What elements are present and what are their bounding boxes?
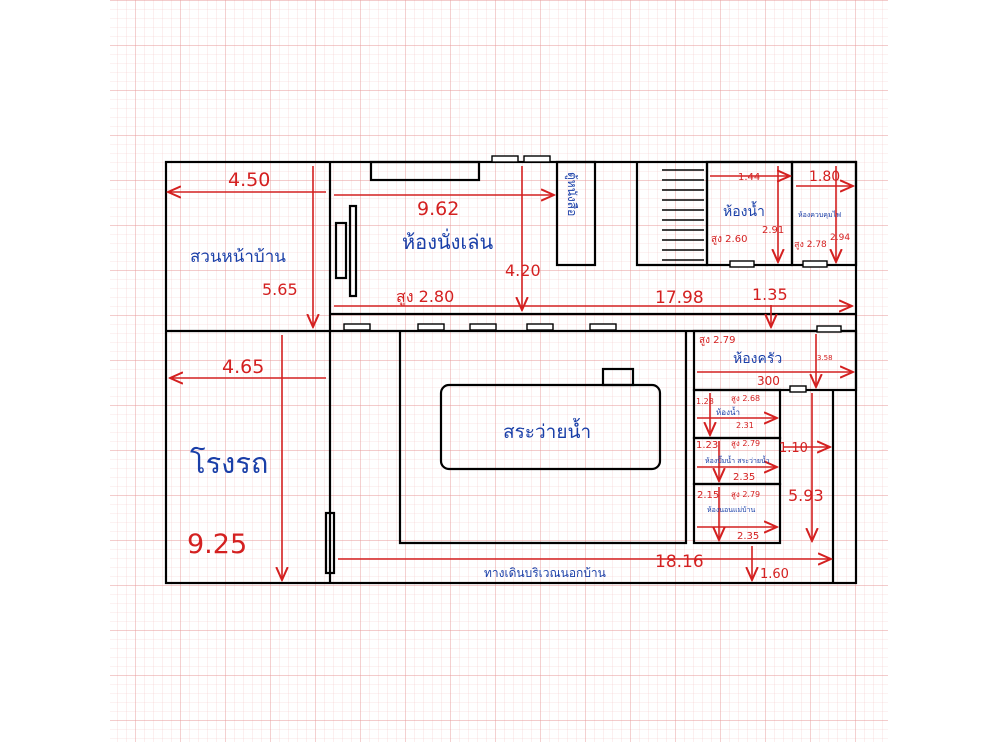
maid-room-wall (692, 482, 782, 545)
room-garage: โรงรถ (190, 446, 268, 480)
label-garage-width: 4.65 (222, 356, 264, 378)
window (469, 323, 497, 331)
room-electrical: ห้องควบคุมไฟ (798, 210, 841, 219)
label-walkway-width: 1.60 (760, 567, 789, 582)
label-maid-width: 2.35 (737, 531, 759, 542)
label-small-bath-height: สูง 2.68 (731, 394, 760, 404)
window (491, 155, 519, 163)
label-service-gap: 1.10 (779, 441, 808, 456)
label-living-depth: 4.20 (505, 261, 541, 280)
label-maid-depth: 2.15 (697, 490, 719, 501)
pool-area-wall (398, 331, 688, 545)
label-pump-height: สูง 2.79 (731, 439, 760, 449)
room-living: ห้องนั่งเล่น (402, 228, 493, 254)
label-living-height: สูง 2.80 (396, 287, 454, 307)
label-kitchen-width: 300 (757, 374, 780, 388)
label-total-length: 17.98 (655, 288, 704, 308)
sofa-shape (369, 160, 481, 182)
window (589, 323, 617, 331)
garage-door (324, 511, 336, 575)
label-kitchen-depth: 3.58 (817, 354, 833, 362)
label-pump-width: 2.35 (733, 472, 755, 483)
window (523, 155, 551, 163)
label-living-width: 9.62 (417, 198, 459, 220)
grid-paper (110, 0, 888, 742)
label-corridor-gap: 1.35 (752, 285, 788, 304)
dimension-lines (168, 166, 853, 580)
label-elec-height: สูง 2.78 (794, 240, 827, 250)
dimension-labels: 4.50 9.62 4.20 5.65 สูง 2.80 17.98 1.35 … (187, 169, 850, 582)
label-bath-height: สูง 2.60 (711, 234, 747, 245)
window (816, 325, 842, 333)
room-walkway: ทางเดินบริเวณนอกบ้าน (484, 566, 606, 580)
window (526, 323, 554, 331)
cabinet-wall (555, 160, 597, 267)
walls (164, 160, 858, 585)
label-walkway-length: 18.16 (655, 552, 704, 572)
label-bath-depth: 2.91 (762, 225, 784, 236)
room-pool: สระว่ายน้ำ (503, 418, 591, 443)
room-cabinet: ตู้หนังสือ (564, 172, 579, 216)
window (729, 260, 755, 268)
pool-step (601, 367, 635, 387)
stairs (662, 169, 704, 261)
label-bath-width: 1.44 (738, 172, 760, 183)
label-garage-depth: 9.25 (187, 529, 247, 560)
tv-unit (334, 221, 348, 280)
label-garden-width: 4.50 (228, 169, 270, 191)
windows (343, 155, 842, 393)
room-bath-top: ห้องน้ำ (723, 201, 765, 220)
label-maid-height: สูง 2.79 (731, 490, 760, 500)
label-side-depth: 5.93 (788, 486, 824, 505)
room-maid: ห้องนอนแม่บ้าน (707, 506, 756, 514)
label-small-bath-depth: 1.28 (696, 397, 714, 406)
label-small-bath-width: 2.31 (736, 421, 754, 430)
window (802, 260, 828, 268)
label-pump-depth: 1.23 (696, 440, 718, 451)
room-front-garden: สวนหน้าบ้าน (190, 247, 286, 267)
label-elec-width: 1.80 (809, 169, 840, 185)
tv-screen (348, 204, 358, 298)
room-kitchen: ห้องครัว (733, 351, 782, 367)
pool-shape (439, 383, 662, 471)
window (789, 385, 807, 393)
window (343, 323, 371, 331)
label-elec-depth: 2.94 (830, 233, 850, 243)
window (417, 323, 445, 331)
room-pump: ห้องปั๊มน้ำ สระว่ายน้ำ (705, 454, 770, 465)
room-labels: สวนหน้าบ้าน ห้องนั่งเล่น ตู้หนังสือ ห้อง… (190, 172, 841, 580)
label-kitchen-height: สูง 2.79 (699, 335, 735, 346)
label-garden-depth: 5.65 (262, 280, 298, 299)
room-small-bath: ห้องน้ำ (716, 406, 740, 417)
